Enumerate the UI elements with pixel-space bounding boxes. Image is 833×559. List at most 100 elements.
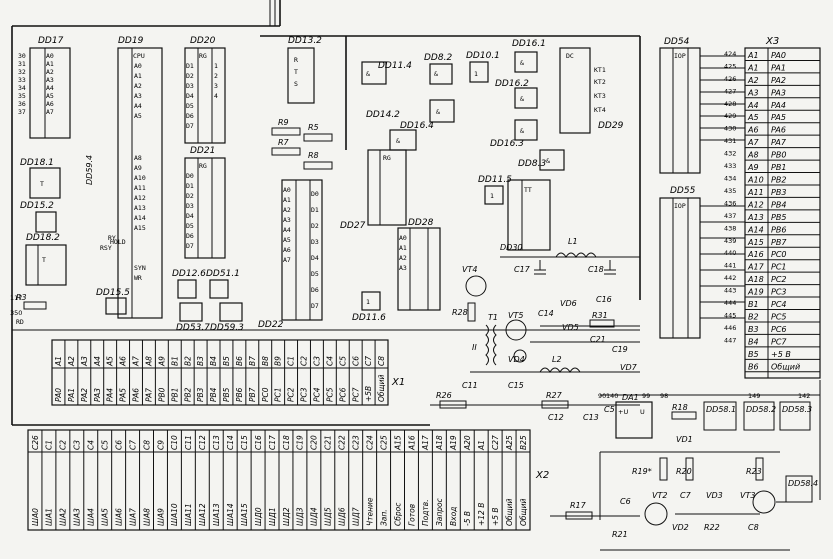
x2-signal: ША13: [212, 503, 221, 526]
x3-pin: A9: [747, 163, 759, 172]
x1-signal: PC3: [300, 387, 309, 402]
svg-text:A4: A4: [134, 102, 142, 110]
svg-text:U: U: [640, 408, 645, 416]
x3-signal: Общий: [771, 362, 800, 371]
x1-pin: A2: [67, 356, 76, 367]
x3-net-number: 441: [724, 262, 736, 270]
x1-pin: C2: [300, 356, 309, 366]
svg-text:DD59.3: DD59.3: [210, 323, 244, 333]
x1-pin: C3: [313, 356, 322, 366]
svg-text:1: 1: [490, 192, 494, 200]
svg-text:L2: L2: [552, 355, 562, 364]
svg-text:R23: R23: [746, 467, 762, 476]
svg-text:&: &: [396, 137, 400, 145]
svg-text:VD5: VD5: [562, 323, 579, 332]
svg-text:A13: A13: [134, 204, 146, 212]
svg-text:D0: D0: [311, 190, 319, 198]
svg-text:A5: A5: [134, 112, 142, 120]
svg-text:KT1: KT1: [594, 66, 606, 74]
syn-label: SYN: [134, 264, 146, 272]
svg-text:R22: R22: [704, 523, 720, 532]
x2-pin: C15: [240, 435, 249, 450]
x3-net-number: 428: [724, 100, 736, 108]
x1-signal: PB3: [196, 387, 205, 402]
svg-text:DD22: DD22: [258, 320, 284, 330]
x3-net-number: 438: [724, 224, 736, 232]
x2-pin: A1: [477, 440, 486, 451]
x1-signal: PA5: [119, 388, 128, 402]
svg-text:D7: D7: [186, 122, 194, 130]
svg-text:DC: DC: [566, 52, 574, 60]
x3-net-number: 436: [724, 199, 736, 207]
svg-text:A1: A1: [283, 196, 291, 204]
x3-signal: PA3: [771, 88, 786, 97]
svg-text:IOP: IOP: [674, 202, 686, 210]
x1-signal: PC4: [313, 387, 322, 402]
x3-net-number: 429: [724, 112, 736, 120]
x3-net-number: 430: [724, 125, 736, 133]
svg-text:R21: R21: [612, 530, 628, 539]
x2-signal: ШД6: [338, 507, 347, 526]
x1-signal: PB2: [183, 387, 192, 402]
x2-pin: C19: [296, 435, 305, 450]
x1-pin: B2: [183, 356, 192, 366]
x1-signal: PC5: [325, 387, 334, 402]
x3-pin: A8: [747, 151, 759, 160]
svg-text:+U: +U: [618, 408, 628, 416]
svg-text:A2: A2: [134, 82, 142, 90]
svg-text:T: T: [294, 68, 298, 76]
svg-text:D6: D6: [311, 286, 319, 294]
svg-text:D5: D5: [186, 102, 194, 110]
chip-dd10-1: 1 DD10.1: [466, 51, 500, 83]
x2-signal: Сброс: [393, 502, 402, 526]
svg-text:C7: C7: [680, 491, 692, 500]
x2-pin: C13: [212, 435, 221, 450]
svg-text:A9: A9: [134, 164, 142, 172]
svg-text:A8: A8: [134, 154, 142, 162]
chip-dd55: DD55 IOP: [659, 186, 701, 339]
svg-text:117: 117: [10, 294, 22, 302]
x3-pin: A18: [747, 275, 764, 284]
svg-text:C11: C11: [462, 381, 478, 390]
x1-pin: B6: [235, 356, 244, 366]
x2-pin: C1: [45, 440, 54, 450]
svg-text:R9: R9: [278, 118, 289, 127]
chip-dd8-2: & DD8.2: [424, 53, 453, 85]
svg-text:DD58.3: DD58.3: [782, 405, 812, 414]
x3-signal: PB0: [771, 151, 786, 160]
top-bus-lines: [11, 0, 641, 426]
svg-text:RG: RG: [383, 154, 391, 162]
x2-signal: +5 B: [491, 507, 500, 526]
svg-text:A12: A12: [134, 194, 146, 202]
svg-text:&: &: [434, 70, 438, 78]
svg-text:T: T: [42, 256, 46, 264]
svg-text:3: 3: [214, 82, 218, 90]
svg-text:VD3: VD3: [706, 491, 723, 500]
svg-text:VD7: VD7: [620, 363, 638, 372]
x3-pin: A11: [747, 188, 764, 197]
x1-pin: B3: [196, 356, 205, 366]
x1-signal: PC1: [274, 387, 283, 402]
svg-text:DD15.5: DD15.5: [96, 288, 130, 298]
x3-pin: A16: [747, 250, 764, 259]
x2-signal: ША11: [184, 503, 193, 526]
chip-dd51-1: DD51.1: [206, 269, 240, 299]
x3-pin: A15: [747, 238, 764, 247]
chip-dd11-5: 1 DD11.5: [478, 175, 512, 205]
x3-rows: PA0A1424PA1A1425PA2A2426PA3A3427PA4A4428…: [724, 50, 820, 373]
x2-pin: C8: [142, 440, 151, 450]
chip-dd21-label: DD21: [190, 146, 215, 156]
rd-label: RD: [16, 318, 24, 326]
x1-pin: A8: [145, 356, 154, 367]
x1-pin: B8: [261, 356, 270, 366]
svg-text:DD28: DD28: [408, 218, 434, 228]
x2-signal: ШД3: [296, 507, 305, 526]
x3-pin: A12: [747, 200, 764, 209]
x1-signal: PC6: [338, 387, 347, 402]
x2-signal: ШД5: [324, 507, 333, 526]
x2-signal: +12 B: [477, 503, 486, 526]
svg-text:DD30: DD30: [500, 243, 523, 252]
svg-text:IOP: IOP: [674, 52, 686, 60]
